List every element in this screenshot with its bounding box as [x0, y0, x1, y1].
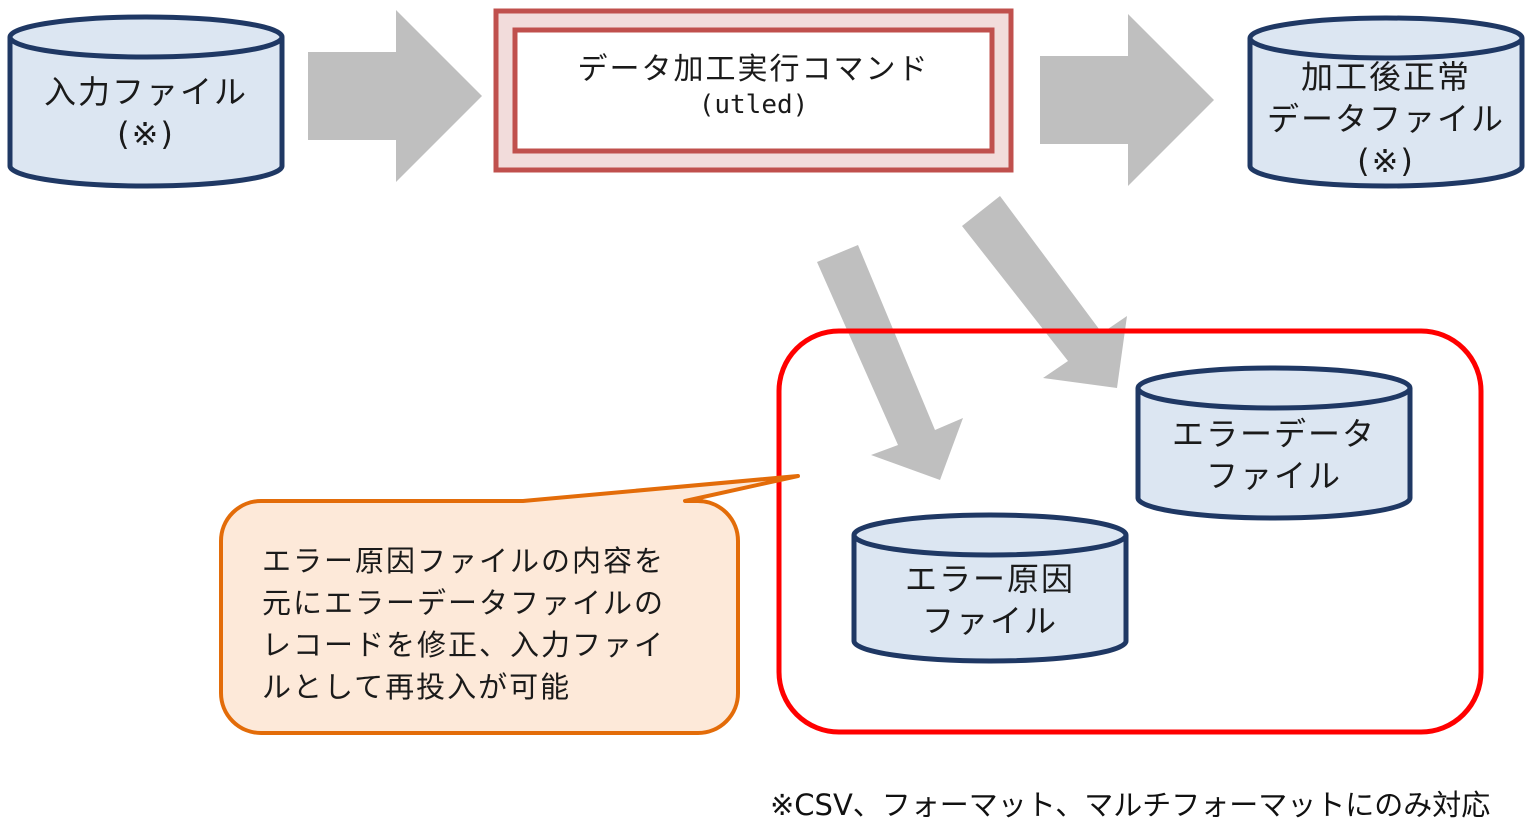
error-data-file-cylinder [1135, 365, 1413, 521]
callout-line1: エラー原因ファイルの内容を [262, 544, 666, 578]
callout-line2: 元にエラーデータファイルの [262, 586, 666, 620]
command-subtitle: (utled) [698, 90, 809, 120]
callout-text: エラー原因ファイルの内容を 元にエラーデータファイルの レコードを修正、入力ファ… [262, 540, 722, 708]
error-files-group [776, 328, 1484, 735]
error-data-file-label-line2: ファイル [1205, 456, 1342, 495]
callout-line4: ルとして再投入が可能 [262, 670, 572, 704]
input-file-cylinder [7, 14, 285, 189]
command-box-inner [512, 27, 995, 154]
footnote: ※CSV、フォーマット、マルチフォーマットにのみ対応 [770, 788, 1491, 822]
command-title: データ加工実行コマンド [577, 52, 930, 87]
input-file-label-line2: (※) [117, 114, 175, 153]
arrow-command-to-error-data [962, 196, 1127, 388]
callout-bubble [219, 474, 800, 735]
error-data-file-label-line1: エラーデータ [1171, 415, 1376, 453]
input-file-label: 入力ファイル (※) [10, 72, 282, 155]
output-file-label-line1: 加工後正常 [1300, 58, 1471, 96]
input-file-label-line1: 入力ファイル [43, 73, 248, 111]
error-data-file-label: エラーデータ ファイル [1138, 414, 1410, 497]
command-label: データ加工実行コマンド (utled) [515, 50, 992, 123]
error-cause-file-label: エラー原因 ファイル [854, 559, 1126, 642]
arrow-command-to-output [1040, 14, 1214, 186]
output-file-cylinder [1247, 15, 1525, 189]
error-cause-file-label-line1: エラー原因 [904, 560, 1075, 598]
output-file-label: 加工後正常 データファイル (※) [1250, 56, 1522, 182]
error-cause-file-cylinder [851, 512, 1129, 664]
output-file-label-line3: (※) [1357, 142, 1415, 180]
arrow-input-to-command [308, 10, 482, 182]
error-cause-file-label-line2: ファイル [921, 601, 1058, 640]
callout-line3: レコードを修正、入力ファイ [262, 628, 666, 662]
output-file-label-line2: データファイル [1266, 100, 1505, 138]
arrow-command-to-error-cause [817, 245, 963, 480]
